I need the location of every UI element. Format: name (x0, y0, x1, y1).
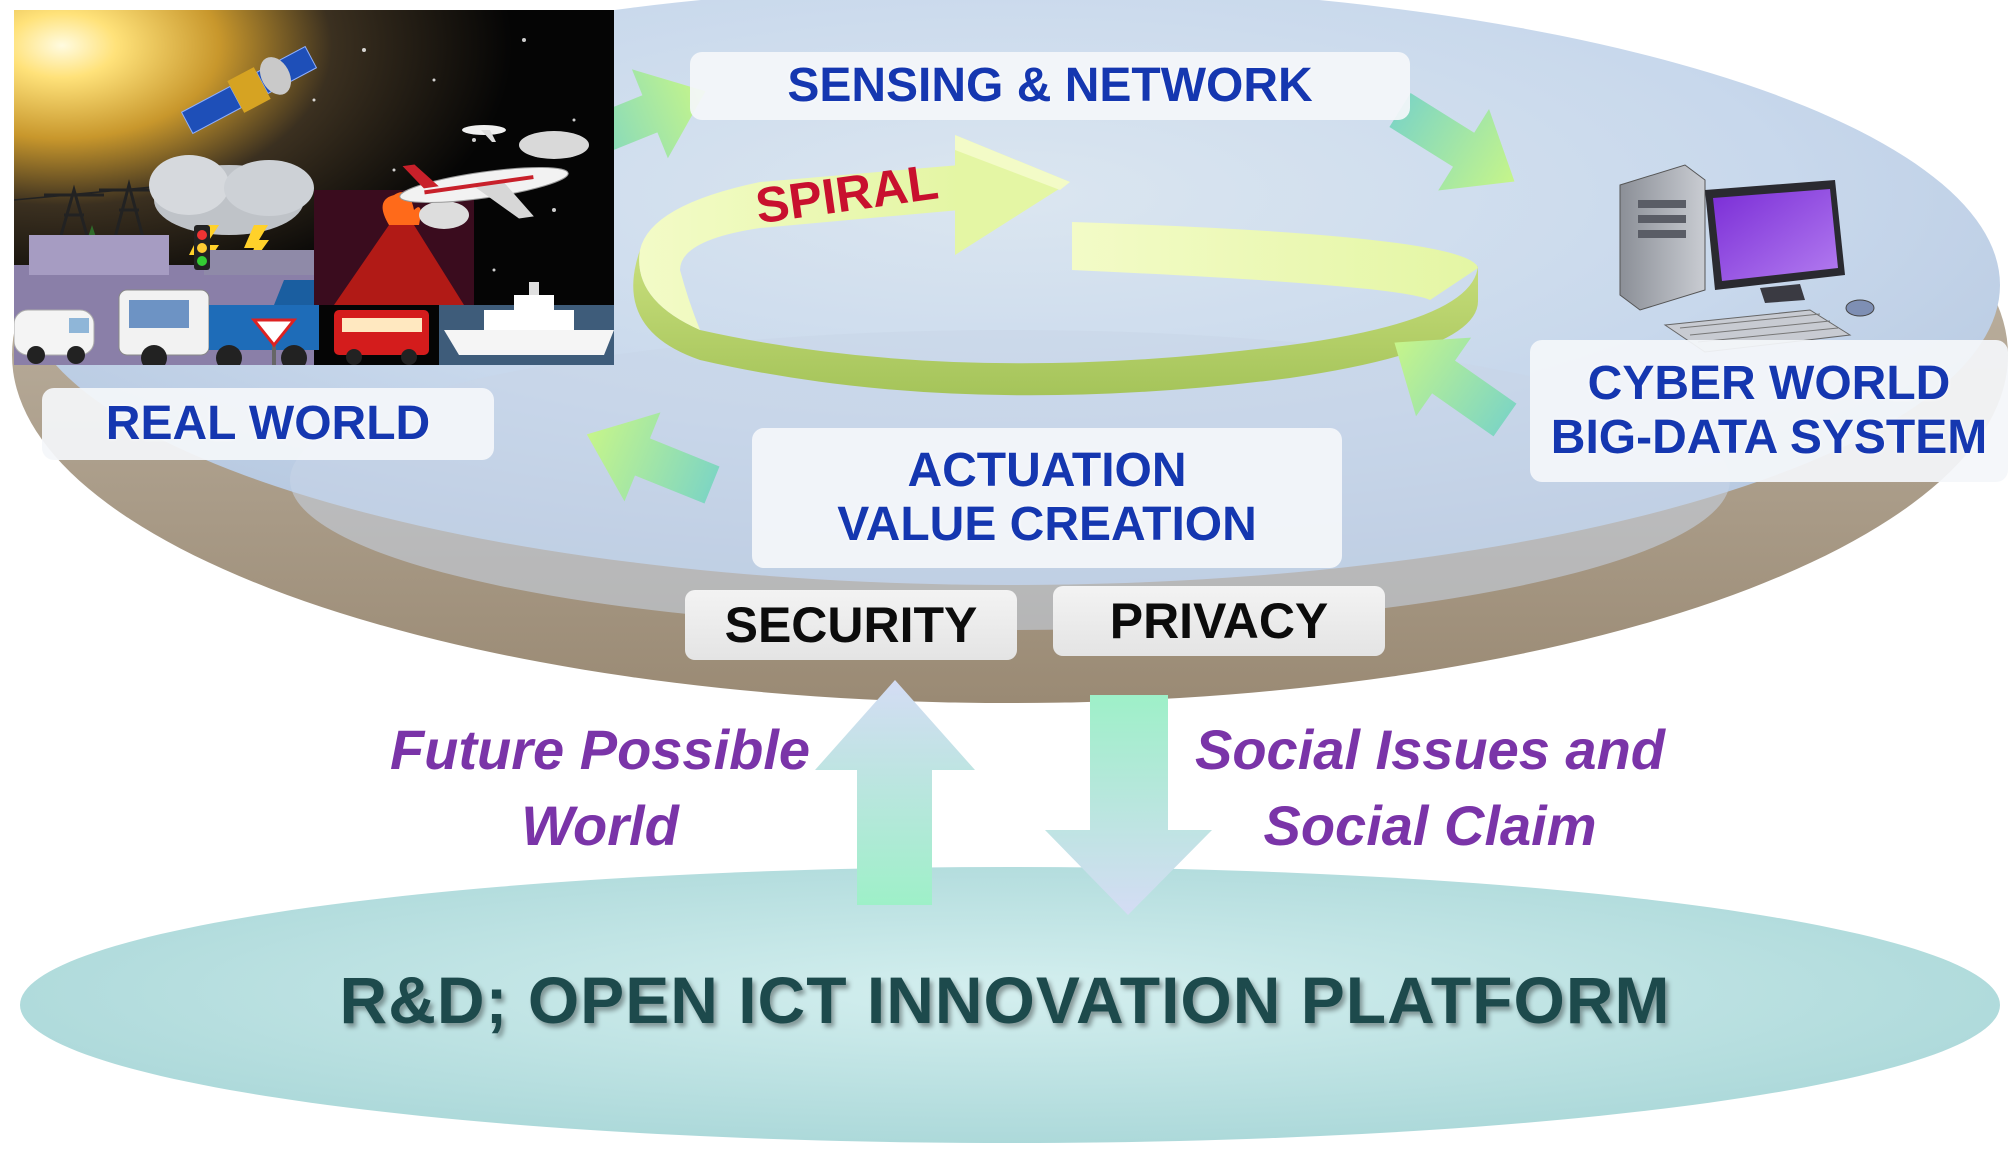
van-icon (14, 309, 95, 364)
security-label: SECURITY (724, 597, 978, 653)
future-world-line1: Future Possible (389, 718, 811, 781)
bus-icon (334, 310, 429, 365)
cyber-world-label-line1: CYBER WORLD (1587, 357, 1951, 411)
security-tag: SECURITY (685, 590, 1017, 660)
sensing-network-node: SENSING & NETWORK (690, 52, 1410, 120)
future-world-text: Future Possible World (380, 712, 820, 863)
arrow-up-future (815, 680, 975, 905)
privacy-label: PRIVACY (1109, 593, 1329, 649)
arrow-actuation-to-real (586, 412, 720, 504)
real-world-label: REAL WORLD (105, 397, 431, 451)
arrow-cyber-to-actuation (1394, 337, 1517, 437)
sensing-network-label: SENSING & NETWORK (787, 59, 1313, 113)
truck-icon (118, 280, 319, 365)
airplane-icon (399, 164, 569, 219)
arrow-sensing-to-cyber (1389, 93, 1515, 191)
spiral-band (633, 135, 1479, 396)
platform-disc (20, 867, 2000, 1143)
arrow-down-social (1045, 695, 1212, 915)
road-sign-icon (250, 318, 298, 365)
social-issues-line2: Social Claim (1263, 793, 1597, 857)
desktop-computer-icon (1619, 164, 1875, 353)
real-world-picture (14, 10, 614, 365)
actuation-label-line1: ACTUATION (907, 444, 1187, 498)
privacy-tag: PRIVACY (1053, 586, 1385, 656)
real-world-node: REAL WORLD (42, 388, 494, 460)
actuation-label-line2: VALUE CREATION (837, 498, 1257, 551)
satellite-icon (180, 45, 318, 135)
ship-icon (439, 282, 614, 365)
cyber-world-node: CYBER WORLD BIG-DATA SYSTEM (1530, 340, 2008, 482)
volcano-icon (314, 190, 474, 305)
actuation-node: ACTUATION VALUE CREATION (752, 428, 1342, 568)
social-issues-line1: Social Issues and (1195, 718, 1665, 781)
platform-title: R&D; OPEN ICT INNOVATION PLATFORM (339, 963, 1671, 1037)
cyber-world-label-line2: BIG-DATA SYSTEM (1550, 411, 1988, 464)
social-issues-text: Social Issues and Social Claim (1185, 712, 1675, 863)
future-world-line2: World (521, 793, 679, 857)
